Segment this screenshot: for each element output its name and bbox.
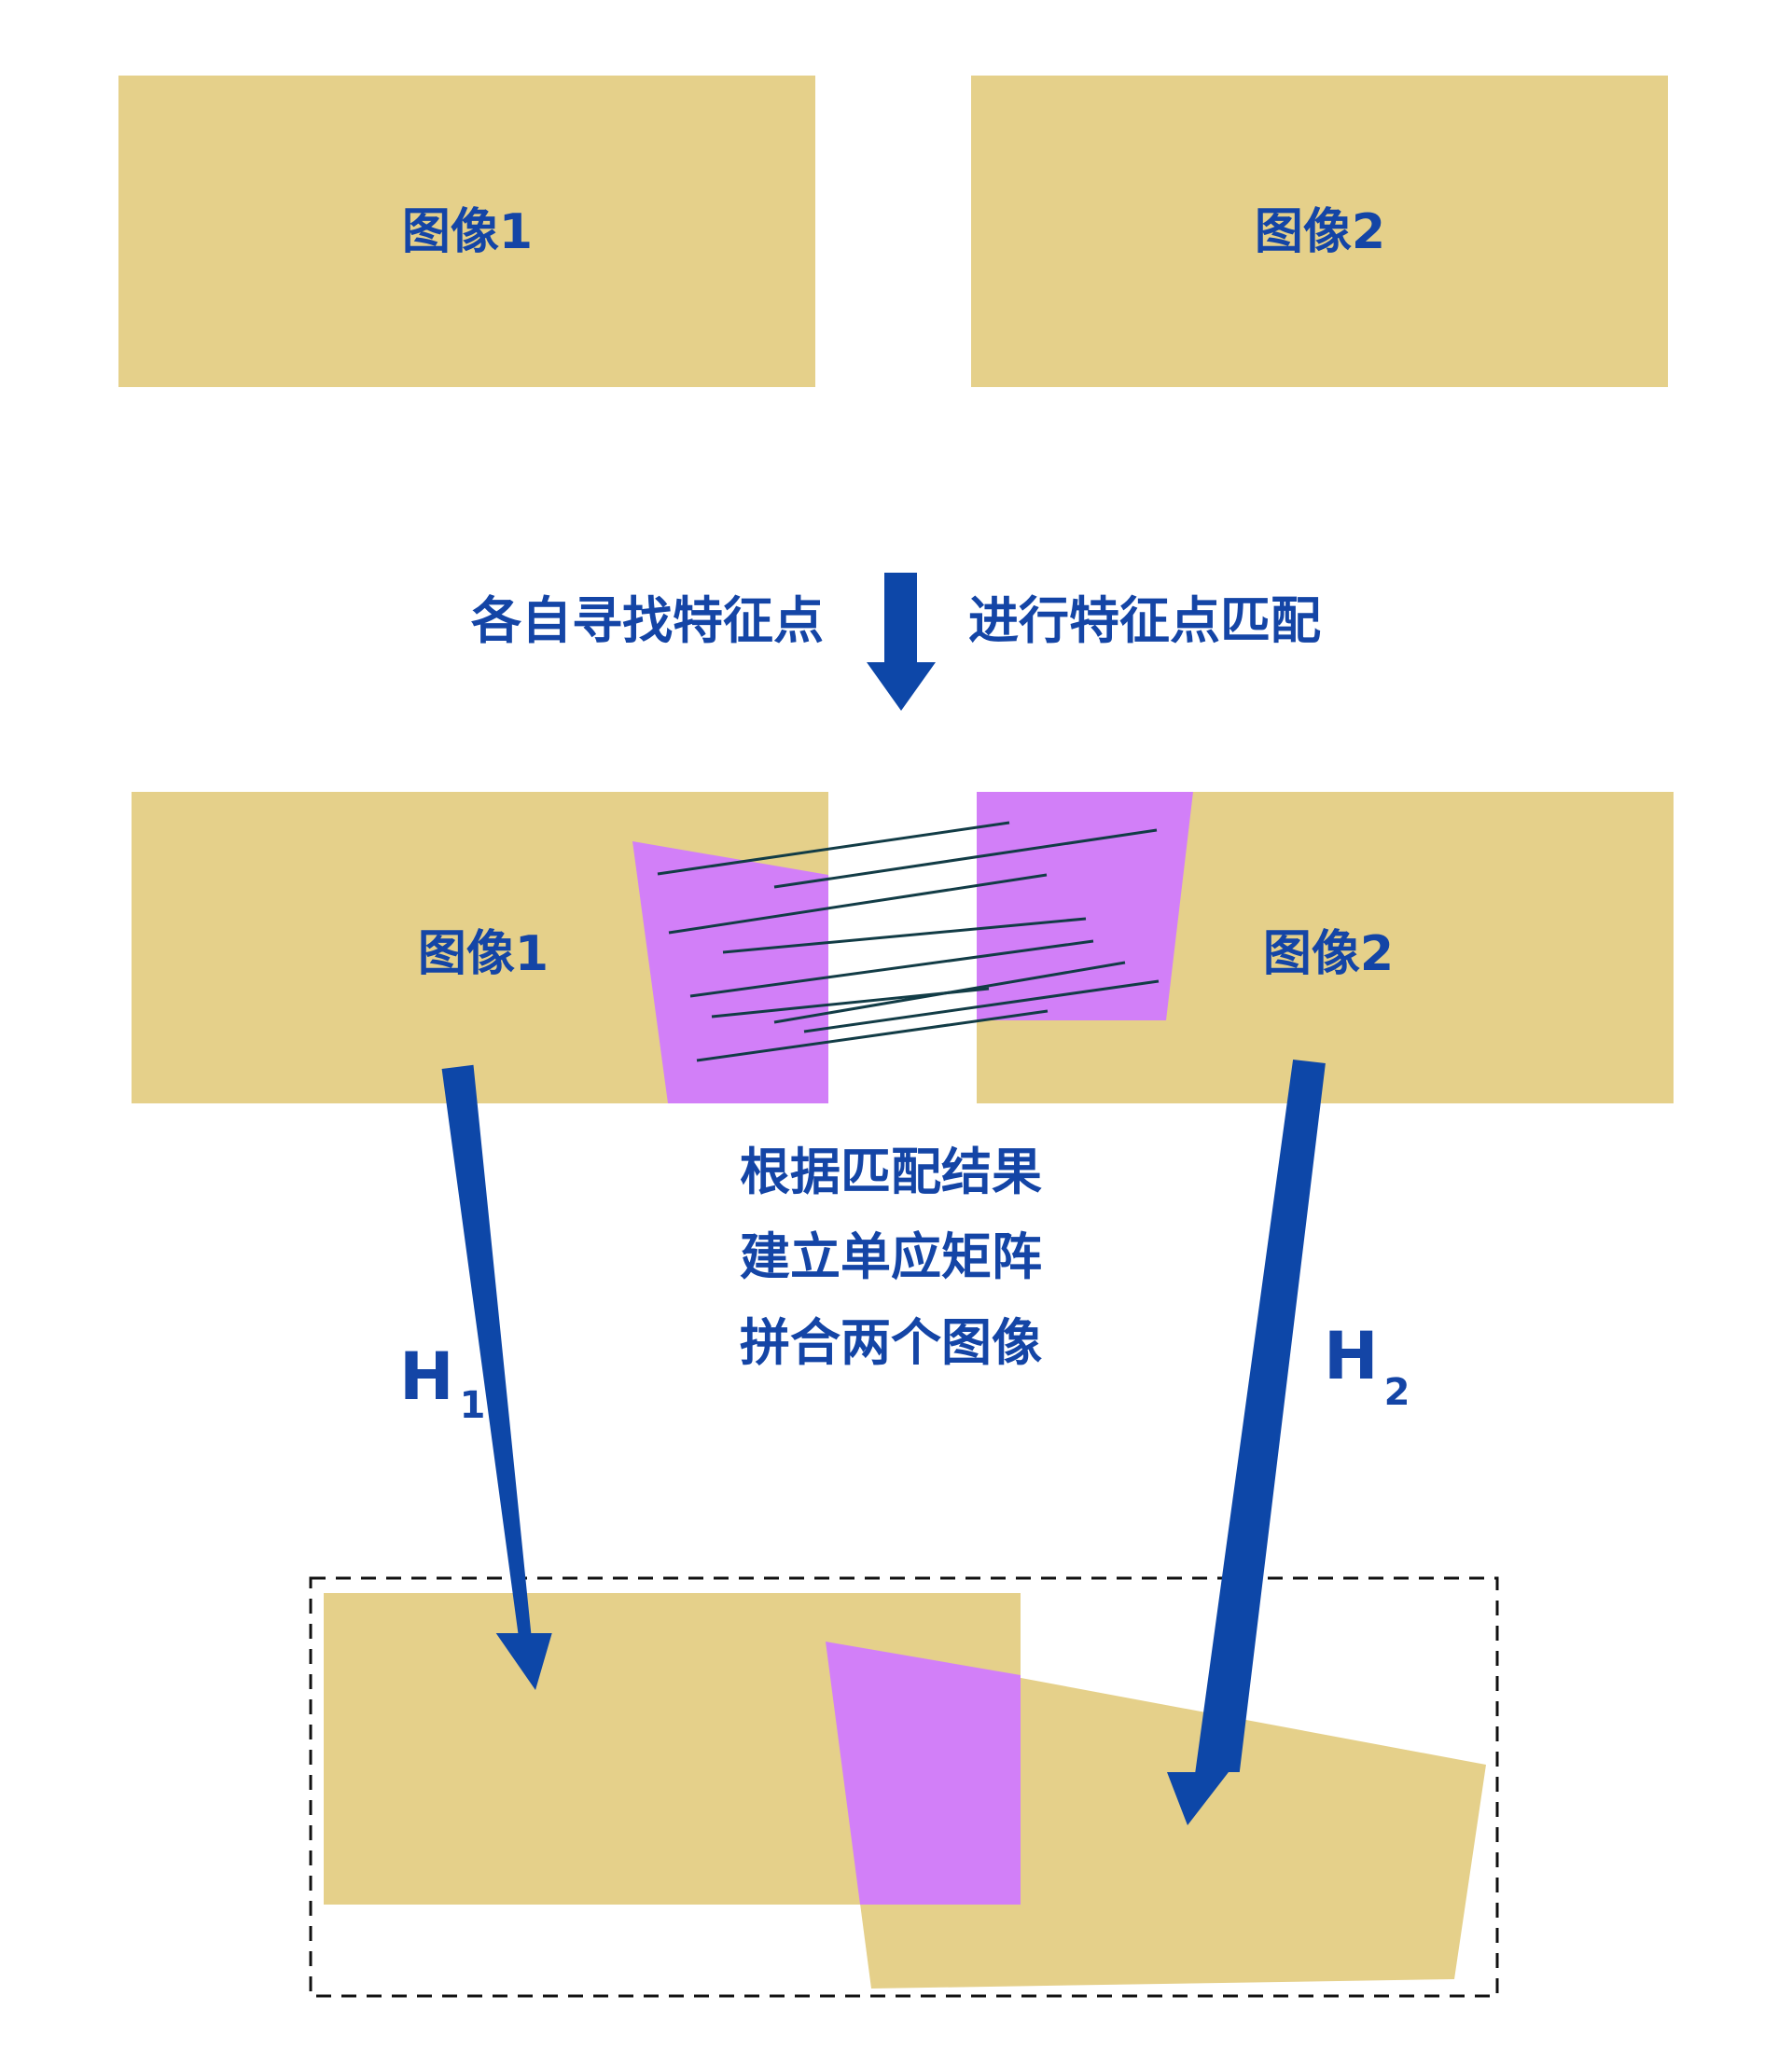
- match-line: [657, 821, 1010, 876]
- result-overlap-region: [826, 1642, 1021, 1905]
- match-line: [722, 917, 1087, 954]
- top-image2-rect: [971, 76, 1668, 387]
- middle-image2-overlap-region: [977, 792, 1193, 1020]
- match-line: [773, 828, 1158, 889]
- step2-line-2: 建立单应矩阵: [740, 1227, 1042, 1286]
- h2-label-main: H: [1324, 1318, 1379, 1394]
- top-image2-label: 图像2: [1255, 204, 1385, 260]
- match-line: [696, 1009, 1049, 1062]
- middle-image2-label: 图像2: [1263, 926, 1394, 982]
- step2-line-1: 根据匹配结果: [740, 1143, 1042, 1201]
- result-frame: [309, 1576, 1499, 1998]
- h2-label-subscript: 2: [1384, 1371, 1410, 1414]
- top-image1-rect: [118, 76, 815, 387]
- h1-label-main: H: [399, 1338, 454, 1415]
- top-image1-label: 图像1: [402, 204, 533, 260]
- down-arrow-icon: [867, 573, 936, 711]
- step2-line-3: 拼合两个图像: [740, 1313, 1042, 1372]
- match-line: [803, 979, 1160, 1033]
- match-line: [689, 939, 1094, 998]
- match-line: [773, 961, 1126, 1024]
- feature-match-lines: [657, 821, 1160, 1062]
- h2-arrow-icon: [1167, 1060, 1326, 1825]
- step1-left-label: 各自寻找特征点: [471, 591, 824, 650]
- h1-label-subscript: 1: [460, 1384, 486, 1427]
- middle-image1-label: 图像1: [418, 926, 549, 982]
- middle-image1-overlap-region: [632, 841, 828, 1103]
- step1-right-label: 进行特征点匹配: [968, 591, 1321, 650]
- match-line: [668, 873, 1048, 935]
- h1-arrow-icon: [441, 1064, 552, 1690]
